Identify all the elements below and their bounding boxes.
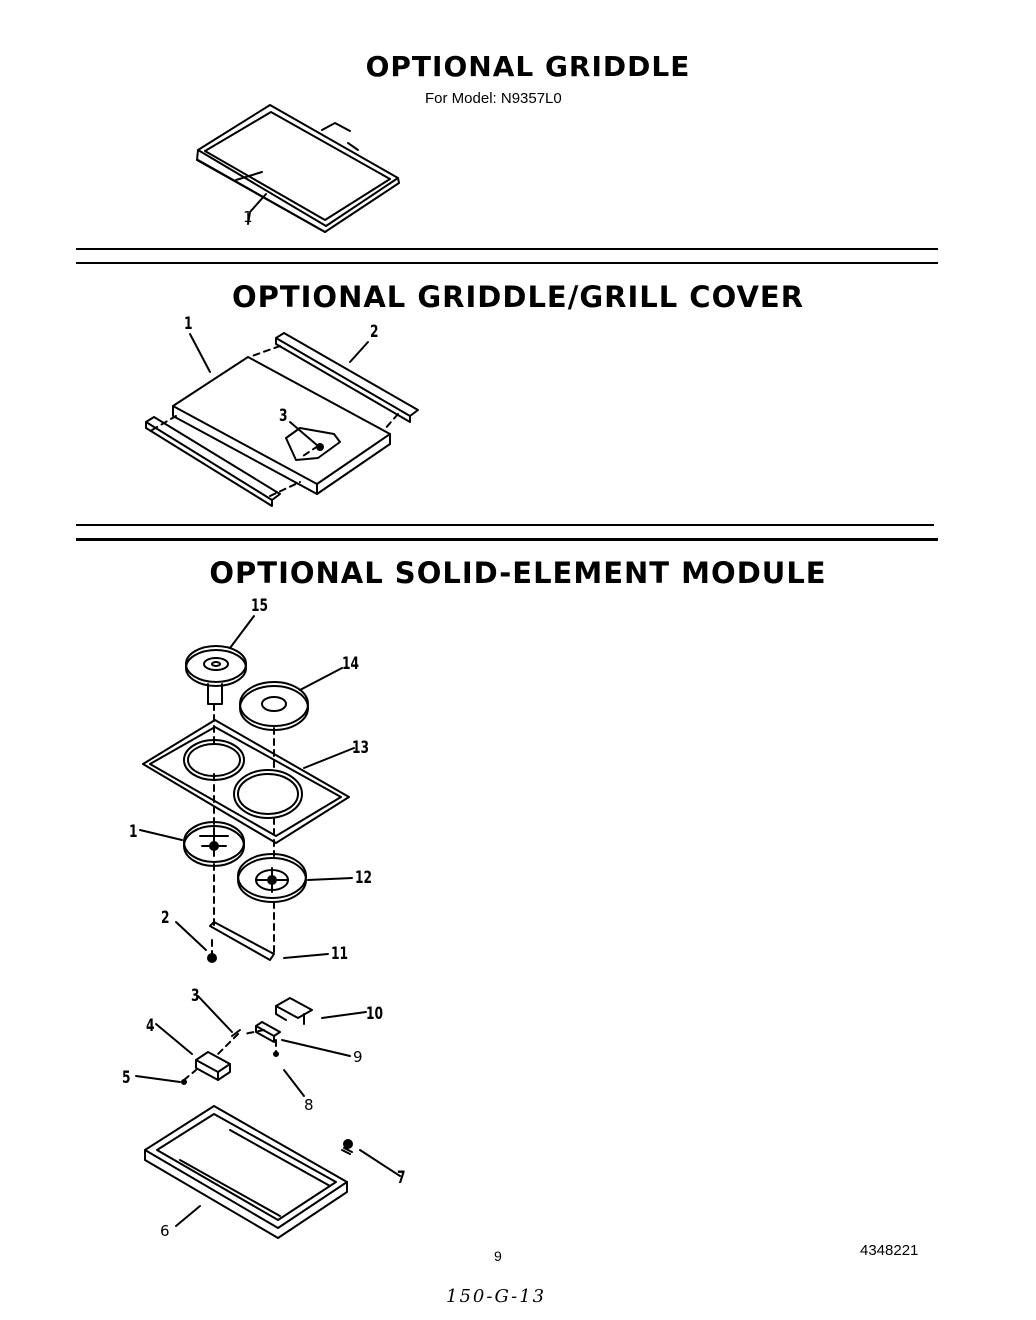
- clip-3: [232, 1030, 240, 1036]
- callout-module-10: 10: [366, 1004, 384, 1024]
- callout-griddle-1: 1: [243, 208, 253, 226]
- callout-module-1: 1: [129, 822, 138, 842]
- bracket-10: [276, 998, 312, 1024]
- griddle-leader: [248, 194, 266, 224]
- callout-module-12: 12: [355, 868, 373, 888]
- document-number: 4348221: [860, 1242, 919, 1259]
- cover-rail-left: [146, 417, 280, 506]
- terminal-9: [256, 1022, 280, 1042]
- divider-2a: [76, 524, 934, 526]
- callout-module-3: 3: [191, 986, 200, 1006]
- callout-module-13: 13: [352, 738, 370, 758]
- callout-module-5: 5: [122, 1068, 131, 1088]
- top-plate-13: [143, 720, 349, 843]
- callout-module-6: 6: [160, 1222, 170, 1240]
- cover-dashed-guides: [152, 346, 398, 496]
- module-dashed-guides: [184, 704, 276, 1080]
- callout-module-14: 14: [342, 654, 360, 674]
- griddle-plate: [197, 105, 399, 232]
- bracket-11: [208, 922, 274, 962]
- section-title-griddle: OPTIONAL GRIDDLE: [365, 50, 691, 83]
- grommet-7: [342, 1140, 352, 1154]
- divider-2b: [76, 538, 938, 541]
- callout-module-8: 8: [304, 1096, 314, 1114]
- section-title-griddle-grill-cover: OPTIONAL GRIDDLE/GRILL COVER: [231, 280, 805, 314]
- housing-6: [145, 1106, 347, 1238]
- callout-module-11: 11: [331, 944, 349, 964]
- burner-cup-1: [184, 822, 244, 866]
- model-subtitle: For Model: N9357L0: [425, 90, 562, 107]
- divider-1a: [76, 248, 938, 250]
- callout-module-4: 4: [146, 1016, 155, 1036]
- callout-module-7: 7: [397, 1168, 406, 1188]
- module-leaders: [136, 616, 400, 1226]
- page-number: 9: [494, 1248, 502, 1264]
- callout-module-9: 9: [353, 1048, 363, 1066]
- callout-cover-2: 2: [370, 322, 379, 342]
- section-title-solid-element-module: OPTIONAL SOLID-ELEMENT MODULE: [209, 556, 827, 590]
- terminal-block-4: [196, 1052, 230, 1080]
- callout-cover-3: 3: [279, 406, 288, 426]
- element-14: [240, 682, 308, 730]
- burner-cup-12: [238, 854, 306, 902]
- divider-1b: [76, 262, 938, 264]
- element-15: [186, 646, 246, 704]
- callout-cover-1: 1: [184, 314, 193, 334]
- callout-module-2: 2: [161, 908, 170, 928]
- cover-leaders: [190, 334, 368, 446]
- callout-module-15: 15: [251, 596, 269, 616]
- cover-rail-right: [276, 333, 418, 422]
- handwritten-code: 150-G-13: [446, 1286, 547, 1307]
